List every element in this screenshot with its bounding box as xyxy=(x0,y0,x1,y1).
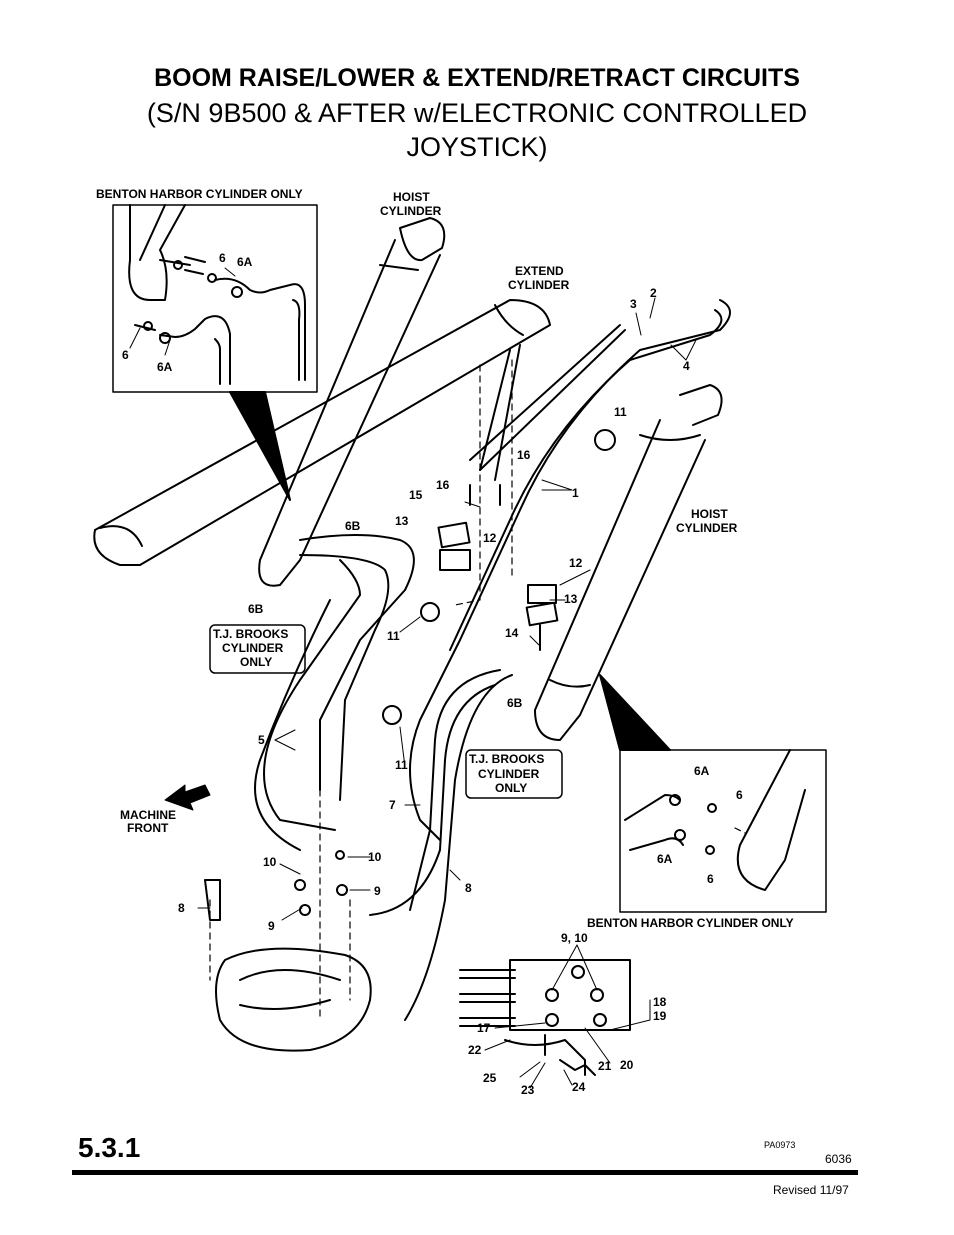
label-extend-1: EXTEND xyxy=(515,264,564,278)
callout-21: 21 xyxy=(598,1059,612,1073)
label-hoist-right-2: CYLINDER xyxy=(676,521,738,535)
callout-17: 17 xyxy=(477,1021,491,1035)
callout-10: 10 xyxy=(263,855,277,869)
callout-13: 13 xyxy=(564,592,578,606)
callout-6b: 6B xyxy=(248,602,264,616)
callout-6: 6 xyxy=(122,348,129,362)
callout-15: 15 xyxy=(409,488,423,502)
label-tj-left-2: CYLINDER xyxy=(222,641,284,655)
label-tj-mid-2: CYLINDER xyxy=(478,767,540,781)
drawing-code: PA0973 xyxy=(764,1140,796,1150)
label-machine-front-2: FRONT xyxy=(127,821,169,835)
tj-brooks-box-mid xyxy=(465,749,563,799)
callout-6: 6 xyxy=(219,251,226,265)
callout-6a: 6A xyxy=(237,255,253,269)
callout-8: 8 xyxy=(178,901,185,915)
callout-7: 7 xyxy=(389,798,396,812)
control-valve xyxy=(509,959,631,1031)
callout-19: 19 xyxy=(653,1009,667,1023)
footer-rule xyxy=(72,1170,858,1175)
tj-brooks-box-left xyxy=(209,624,306,674)
callout-1: 1 xyxy=(572,486,579,500)
hose-bundle xyxy=(409,299,731,841)
callout-20: 20 xyxy=(620,1058,634,1072)
label-tj-left-3: ONLY xyxy=(240,655,272,669)
callout-6: 6 xyxy=(736,788,743,802)
hoist-cylinder-top xyxy=(258,239,441,587)
valve-assembly xyxy=(215,947,372,1052)
callout-24: 24 xyxy=(572,1080,586,1094)
label-tj-mid-1: T.J. BROOKS xyxy=(469,752,544,766)
callout-22: 22 xyxy=(468,1043,482,1057)
callout-25: 25 xyxy=(483,1071,497,1085)
page-title: BOOM RAISE/LOWER & EXTEND/RETRACT CIRCUI… xyxy=(154,64,800,92)
callout-11: 11 xyxy=(387,629,400,643)
callout-11: 11 xyxy=(614,405,627,419)
label-benton-bottom: BENTON HARBOR CYLINDER ONLY xyxy=(587,916,794,930)
extend-cylinder xyxy=(94,299,551,566)
benton-inset-top xyxy=(112,204,318,393)
callout-4: 4 xyxy=(683,359,690,373)
page-subtitle-line-2: JOYSTICK) xyxy=(406,132,548,162)
callout-12: 12 xyxy=(483,531,497,545)
callout-6a: 6A xyxy=(157,360,173,374)
label-machine-front-1: MACHINE xyxy=(120,808,176,822)
callout-8: 8 xyxy=(465,881,472,895)
callout-14: 14 xyxy=(505,626,519,640)
callout-6b: 6B xyxy=(345,519,361,533)
benton-inset-bottom xyxy=(619,749,827,913)
callout-23: 23 xyxy=(521,1083,535,1097)
label-tj-mid-3: ONLY xyxy=(495,781,527,795)
section-number: 5.3.1 xyxy=(78,1132,141,1163)
callout-9: 9 xyxy=(268,919,275,933)
label-hoist-top-2: CYLINDER xyxy=(380,204,442,218)
callout-10: 10 xyxy=(368,850,382,864)
callout-2: 2 xyxy=(650,286,657,300)
callout-6: 6 xyxy=(707,872,714,886)
callout-16: 16 xyxy=(517,448,531,462)
callout-9: 9 xyxy=(374,884,381,898)
page-number: 6036 xyxy=(825,1152,852,1166)
page-subtitle-line-1: (S/N 9B500 & AFTER w/ELECTRONIC CONTROLL… xyxy=(146,98,808,128)
callout-18: 18 xyxy=(653,995,667,1009)
callout-6a: 6A xyxy=(657,852,673,866)
callout-13: 13 xyxy=(395,514,409,528)
label-benton-top: BENTON HARBOR CYLINDER ONLY xyxy=(96,187,303,201)
callout-6a: 6A xyxy=(694,764,710,778)
label-hoist-top-1: HOIST xyxy=(393,190,430,204)
inset-pointer-top xyxy=(229,391,291,501)
callout-16: 16 xyxy=(436,478,450,492)
revision-date: Revised 11/97 xyxy=(773,1183,849,1197)
hoist-cylinder-right xyxy=(534,419,706,741)
callout-12: 12 xyxy=(569,556,583,570)
machine-front-arrow xyxy=(164,784,211,811)
callout-3: 3 xyxy=(630,297,637,311)
label-extend-2: CYLINDER xyxy=(508,278,570,292)
label-tj-left-1: T.J. BROOKS xyxy=(213,627,288,641)
callout-11: 11 xyxy=(395,758,408,772)
callout-9-10: 9, 10 xyxy=(561,931,588,945)
callout-5: 5 xyxy=(258,733,265,747)
callout-6b: 6B xyxy=(507,696,523,710)
label-hoist-right-1: HOIST xyxy=(691,507,728,521)
